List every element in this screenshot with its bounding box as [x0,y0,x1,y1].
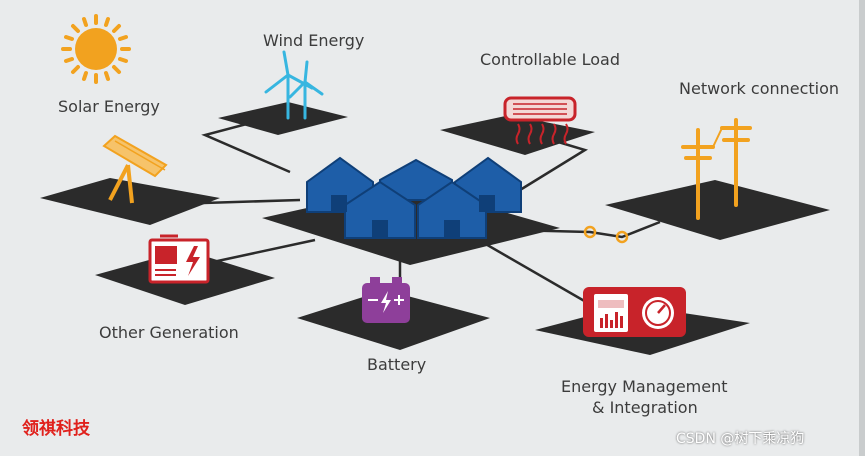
tile-wind [218,102,348,135]
watermark-csdn: CSDN @树下乘凉狗 [676,431,805,447]
label-wind-energy: Wind Energy [263,31,365,50]
label-battery: Battery [367,355,427,374]
label-energy-management: Energy Management [561,377,728,396]
label-controllable-load: Controllable Load [480,50,620,69]
label-integration: & Integration [592,398,698,417]
label-other-generation: Other Generation [99,323,239,342]
generator-icon [148,234,210,284]
label-solar-energy: Solar Energy [58,97,160,116]
houses-icon [306,156,522,239]
network-switch-node-left [583,225,597,239]
network-switch-node-right [615,230,629,244]
watermark-company: 领祺科技 [22,419,90,439]
sun-icon [61,14,131,84]
right-edge-strip [859,0,865,456]
battery-icon [362,277,410,323]
energy-management-icon [583,287,686,337]
power-pole-icon [681,118,752,220]
heater-icon [503,96,577,145]
solar-panel-icon [102,134,168,204]
label-network-connection: Network connection [679,79,840,98]
wind-turbines-icon [264,50,324,120]
tile-network [605,180,830,240]
